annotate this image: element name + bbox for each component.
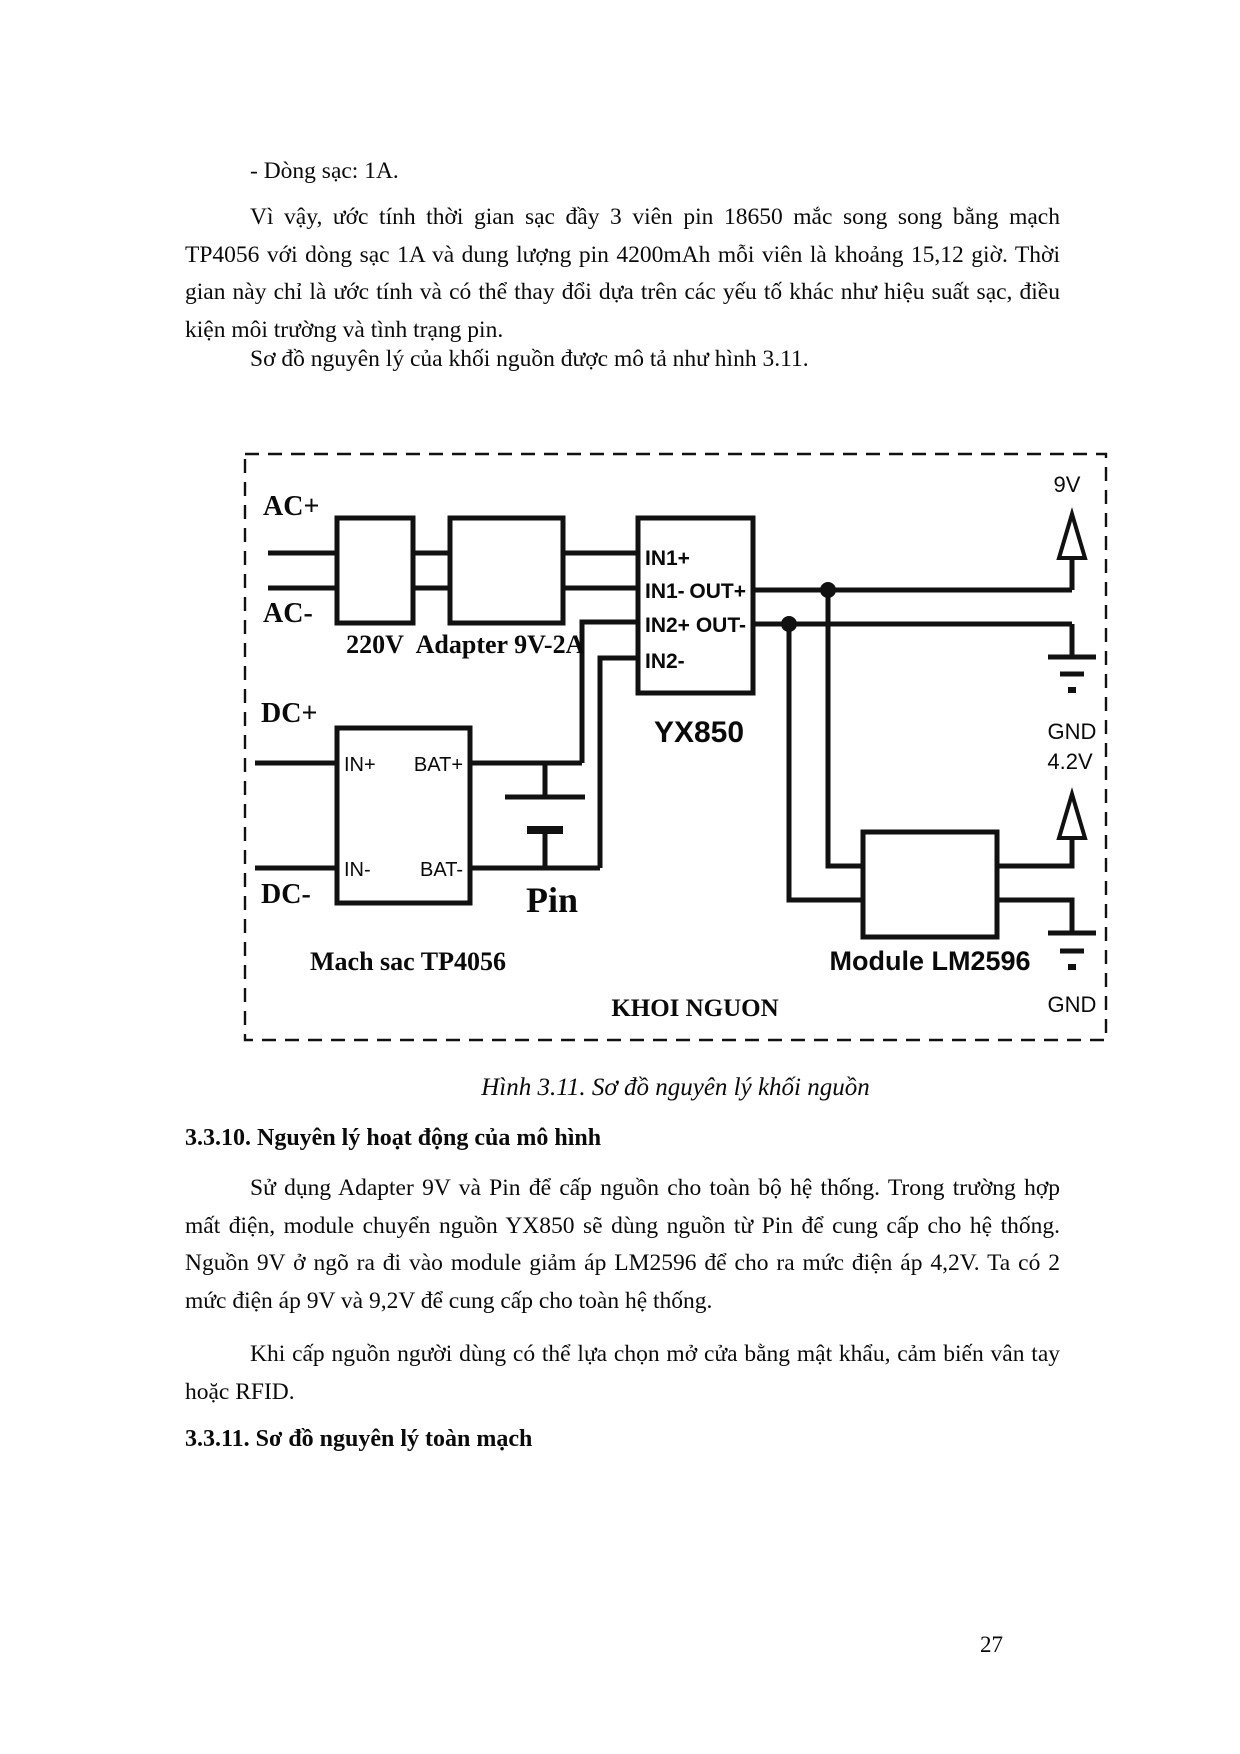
unlock-paragraph: Khi cấp nguồn người dùng có thể lựa chọn… <box>185 1341 1060 1405</box>
label-pin: Pin <box>526 880 578 920</box>
label-9v: 9V <box>1054 472 1081 497</box>
arrow-9v <box>1056 506 1088 560</box>
label-dc-minus: DC- <box>261 879 311 910</box>
label-yx850: YX850 <box>654 716 744 749</box>
section-heading-3-3-10: 3.3.10. Nguyên lý hoạt động của mô hình <box>185 1125 602 1151</box>
charging-time-paragraph: Vì vậy, ước tính thời gian sạc đầy 3 viê… <box>185 204 1060 343</box>
pin-tp-in-minus: IN- <box>344 859 371 881</box>
label-mach-sac-tp4056: Mach sac TP4056 <box>310 947 506 976</box>
arrow-4v2 <box>1056 786 1088 840</box>
label-gnd-bottom: GND <box>1048 992 1097 1017</box>
label-dc-plus: DC+ <box>261 698 317 729</box>
box-yx850 <box>635 515 756 696</box>
junction-dot-out-plus <box>820 582 836 598</box>
pin-tp-bat-minus: BAT- <box>420 859 463 881</box>
operation-paragraph: Sử dụng Adapter 9V và Pin để cấp nguồn c… <box>185 1175 1060 1314</box>
wires <box>255 550 1096 970</box>
diagram-dashed-border <box>243 452 1108 1042</box>
section-heading-3-3-11: 3.3.11. Sơ đồ nguyên lý toàn mạch <box>185 1426 533 1452</box>
pin-tp-in-plus: IN+ <box>344 754 376 776</box>
box-220v <box>334 515 416 626</box>
pin-in1-minus: IN1- <box>645 580 685 603</box>
charge-current-line: - Dòng sạc: 1A. <box>250 158 399 184</box>
pin-tp-bat-plus: BAT+ <box>414 754 463 776</box>
box-tp4056 <box>334 725 473 906</box>
power-block-diagram: AC+ AC- DC+ DC- 220V Adapter 9V-2A YX850… <box>243 452 1108 1042</box>
label-gnd-top: GND <box>1048 719 1097 744</box>
label-4v2: 4.2V <box>1047 749 1093 774</box>
label-khoi-nguon: KHOI NGUON <box>611 995 778 1022</box>
pin-in2-plus: IN2+ <box>645 614 690 637</box>
page-number: 27 <box>980 1632 1003 1657</box>
box-lm2596 <box>860 829 1000 940</box>
box-adapter-9v-2a <box>447 515 566 626</box>
figure-intro-line: Sơ đồ nguyên lý của khối nguồn được mô t… <box>250 346 809 372</box>
pin-in2-minus: IN2- <box>645 650 685 673</box>
figure-caption: Hình 3.11. Sơ đồ nguyên lý khối nguồn <box>481 1074 870 1101</box>
label-220v: 220V <box>346 630 404 659</box>
label-adapter: Adapter 9V-2A <box>416 630 585 659</box>
junction-dot-out-minus <box>781 616 797 632</box>
pin-in1-plus: IN1+ <box>645 547 690 570</box>
label-module-lm2596: Module LM2596 <box>829 946 1030 976</box>
pin-out-minus: OUT- <box>696 614 746 637</box>
label-ac-minus: AC- <box>263 598 313 629</box>
label-ac-plus: AC+ <box>263 491 319 522</box>
pin-out-plus: OUT+ <box>689 580 746 603</box>
